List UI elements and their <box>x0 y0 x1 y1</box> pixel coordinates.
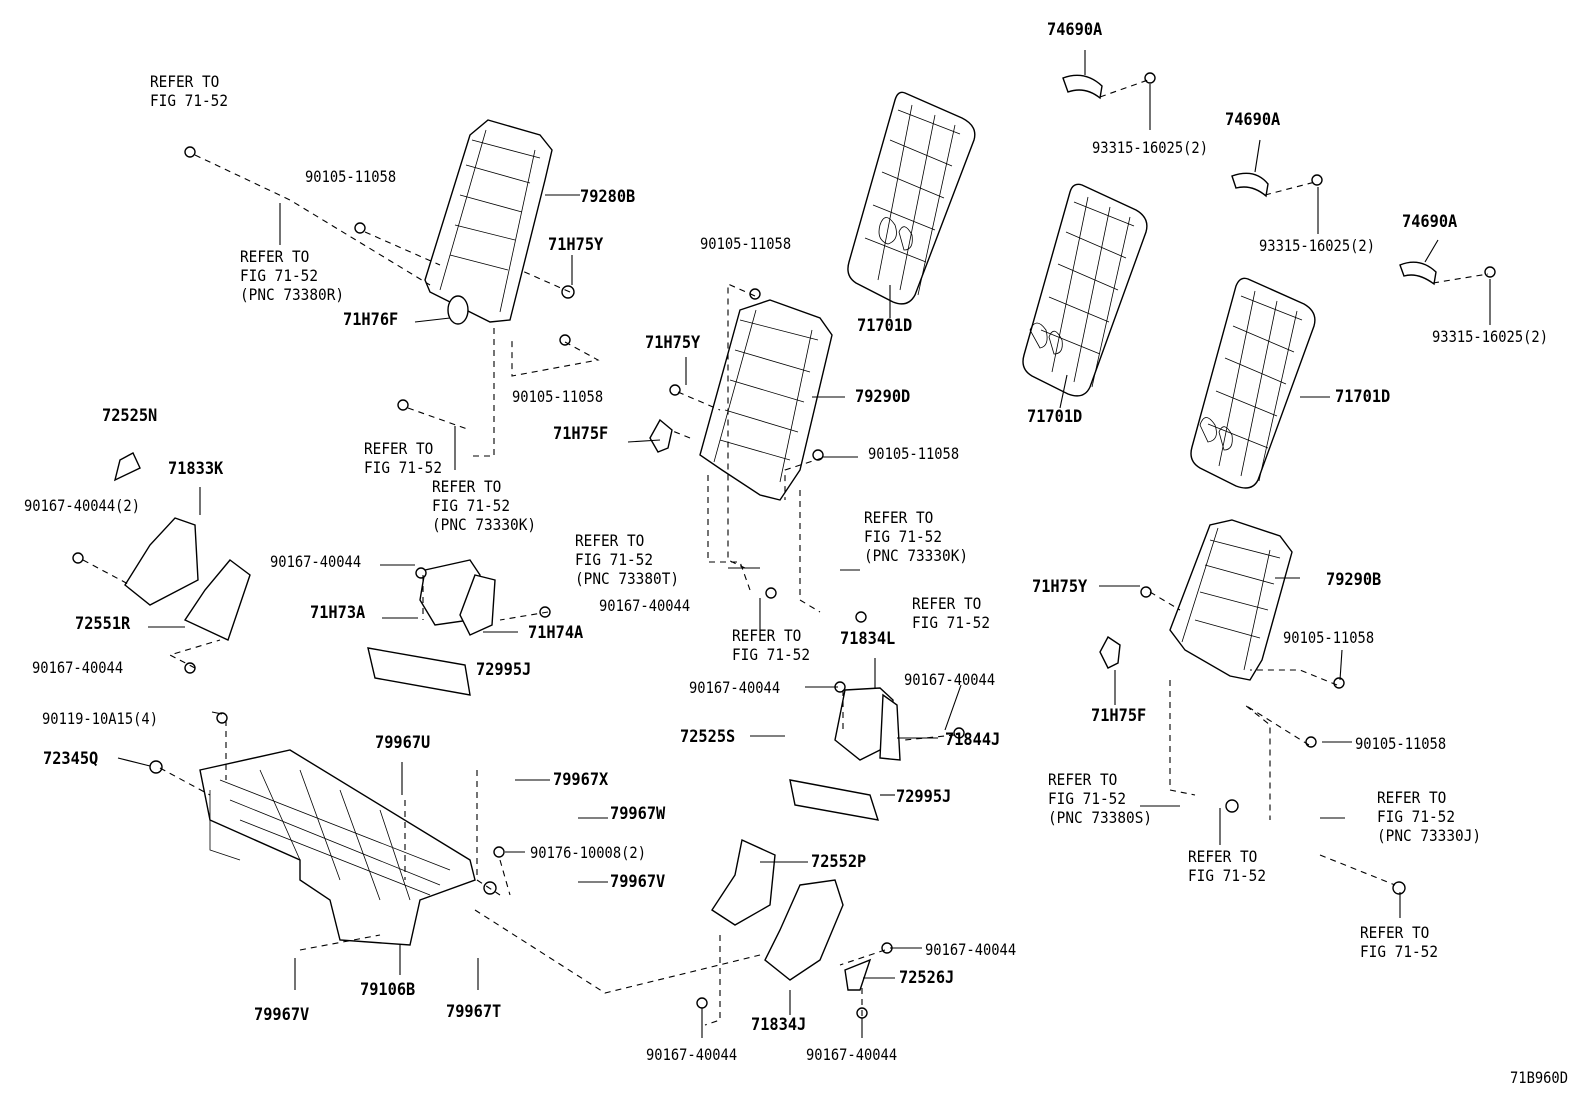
callout-clip-1: 90176-10008(2) <box>530 843 646 862</box>
callout-71H75Y-2: 71H75Y <box>645 333 701 353</box>
callout-refer-7: REFER TO FIG 71-52 <box>732 626 811 664</box>
callout-72551R: 72551R <box>75 614 131 634</box>
seat-pad-middle <box>1022 183 1148 397</box>
callout-seat-track-79106B: 79106B <box>360 980 416 1000</box>
callout-79967T: 79967T <box>446 1002 502 1022</box>
callout-71833K: 71833K <box>168 459 224 479</box>
callout-handle-3: 74690A <box>1402 212 1458 232</box>
callout-bolt-3: 93315-16025(2) <box>1432 327 1548 346</box>
callout-bolt-1: 93315-16025(2) <box>1092 138 1208 157</box>
callout-refer-3: REFER TO FIG 71-52 <box>364 439 443 477</box>
callout-bolt-12: 90167-40044 <box>904 670 996 689</box>
callout-79967X: 79967X <box>553 770 609 790</box>
callout-71H75F-1: 71H75F <box>553 424 609 444</box>
callout-bolt-17: 90167-40044 <box>925 940 1017 959</box>
callout-71834L: 71834L <box>840 629 896 649</box>
callout-refer-9: REFER TO FIG 71-52 (PNC 73380S) <box>1048 770 1153 827</box>
callout-bolt-13: 90167-40044 <box>689 678 781 697</box>
seat-track-assembly <box>199 749 497 946</box>
callout-72552P: 72552P <box>811 852 867 872</box>
callout-seatback-frame-79280B: 79280B <box>580 187 636 207</box>
callout-refer-10: REFER TO FIG 71-52 (PNC 73330J) <box>1377 788 1482 845</box>
callout-seat-pad-3: 71701D <box>1335 387 1391 407</box>
seat-pad-top <box>847 91 976 305</box>
callout-bolt-10: 90167-40044 <box>599 596 691 615</box>
callout-handle-1: 74690A <box>1047 20 1103 40</box>
callout-bolt-7: 90105-11058 <box>868 444 960 463</box>
diagram-id: 71B960D <box>1510 1068 1568 1087</box>
callout-mat-2: 72995J <box>896 787 952 807</box>
callout-refer-2: REFER TO FIG 71-52 (PNC 73380R) <box>240 247 345 304</box>
callout-72525S: 72525S <box>680 727 736 747</box>
callout-mat-1: 72995J <box>476 660 532 680</box>
callout-71H76F: 71H76F <box>343 310 399 330</box>
callout-71H75Y-1: 71H75Y <box>548 235 604 255</box>
callout-71834J: 71834J <box>751 1015 807 1035</box>
callout-bolt-6: 90105-11058 <box>512 387 604 406</box>
callout-refer-6: REFER TO FIG 71-52 (PNC 73330K) <box>864 508 969 565</box>
callout-seatback-frame-79290B: 79290B <box>1326 570 1382 590</box>
seatback-frame-79290B <box>1099 519 1293 681</box>
callout-72345Q: 72345Q <box>43 749 99 769</box>
callout-refer-1: REFER TO FIG 71-52 <box>150 72 229 110</box>
seatback-frame-79290D <box>649 299 833 501</box>
callout-71844J: 71844J <box>945 730 1001 750</box>
side-shields <box>113 452 901 991</box>
callout-refer-11: REFER TO FIG 71-52 <box>1188 847 1267 885</box>
callout-bolt-11: 90167-40044 <box>32 658 124 677</box>
callout-79967U: 79967U <box>375 733 431 753</box>
callout-bolt-8: 90167-40044(2) <box>24 496 140 515</box>
callout-bolt-15: 90119-10A15(4) <box>42 709 158 728</box>
callout-79967V-1: 79967V <box>610 872 666 892</box>
callout-bolt-18: 90167-40044 <box>646 1045 738 1064</box>
handles <box>1062 74 1437 286</box>
callout-71H75Y-3: 71H75Y <box>1032 577 1088 597</box>
callout-refer-5: REFER TO FIG 71-52 (PNC 73380T) <box>575 531 680 588</box>
callout-79967W: 79967W <box>610 804 666 824</box>
mats <box>367 647 880 821</box>
callout-bolt-16: 90105-11058 <box>1355 734 1447 753</box>
seat-pad-right <box>1190 277 1316 489</box>
callout-bolt-5: 90105-11058 <box>700 234 792 253</box>
callout-seat-pad-1: 71701D <box>857 316 913 336</box>
seatback-frame-79280B <box>424 119 553 325</box>
callout-refer-8: REFER TO FIG 71-52 <box>912 594 991 632</box>
callout-71H73A: 71H73A <box>310 603 366 623</box>
callout-refer-4: REFER TO FIG 71-52 (PNC 73330K) <box>432 477 537 534</box>
assembly-lines <box>82 79 1489 1026</box>
callout-79967V-2: 79967V <box>254 1005 310 1025</box>
callout-handle-2: 74690A <box>1225 110 1281 130</box>
callout-bolt-4: 90105-11058 <box>305 167 397 186</box>
callout-bolt-19: 90167-40044 <box>806 1045 898 1064</box>
callout-bolt-2: 93315-16025(2) <box>1259 236 1375 255</box>
fasteners <box>72 72 1496 1019</box>
callout-seat-pad-2: 71701D <box>1027 407 1083 427</box>
callout-71H75F-2: 71H75F <box>1091 706 1147 726</box>
callout-bolt-9: 90167-40044 <box>270 552 362 571</box>
leader-lines <box>117 50 1491 1038</box>
callout-71H74A: 71H74A <box>528 623 584 643</box>
callout-seatback-frame-79290D: 79290D <box>855 387 911 407</box>
callout-refer-12: REFER TO FIG 71-52 <box>1360 923 1439 961</box>
callout-bolt-14: 90105-11058 <box>1283 628 1375 647</box>
callout-72525N: 72525N <box>102 406 158 426</box>
callout-72526J: 72526J <box>899 968 955 988</box>
